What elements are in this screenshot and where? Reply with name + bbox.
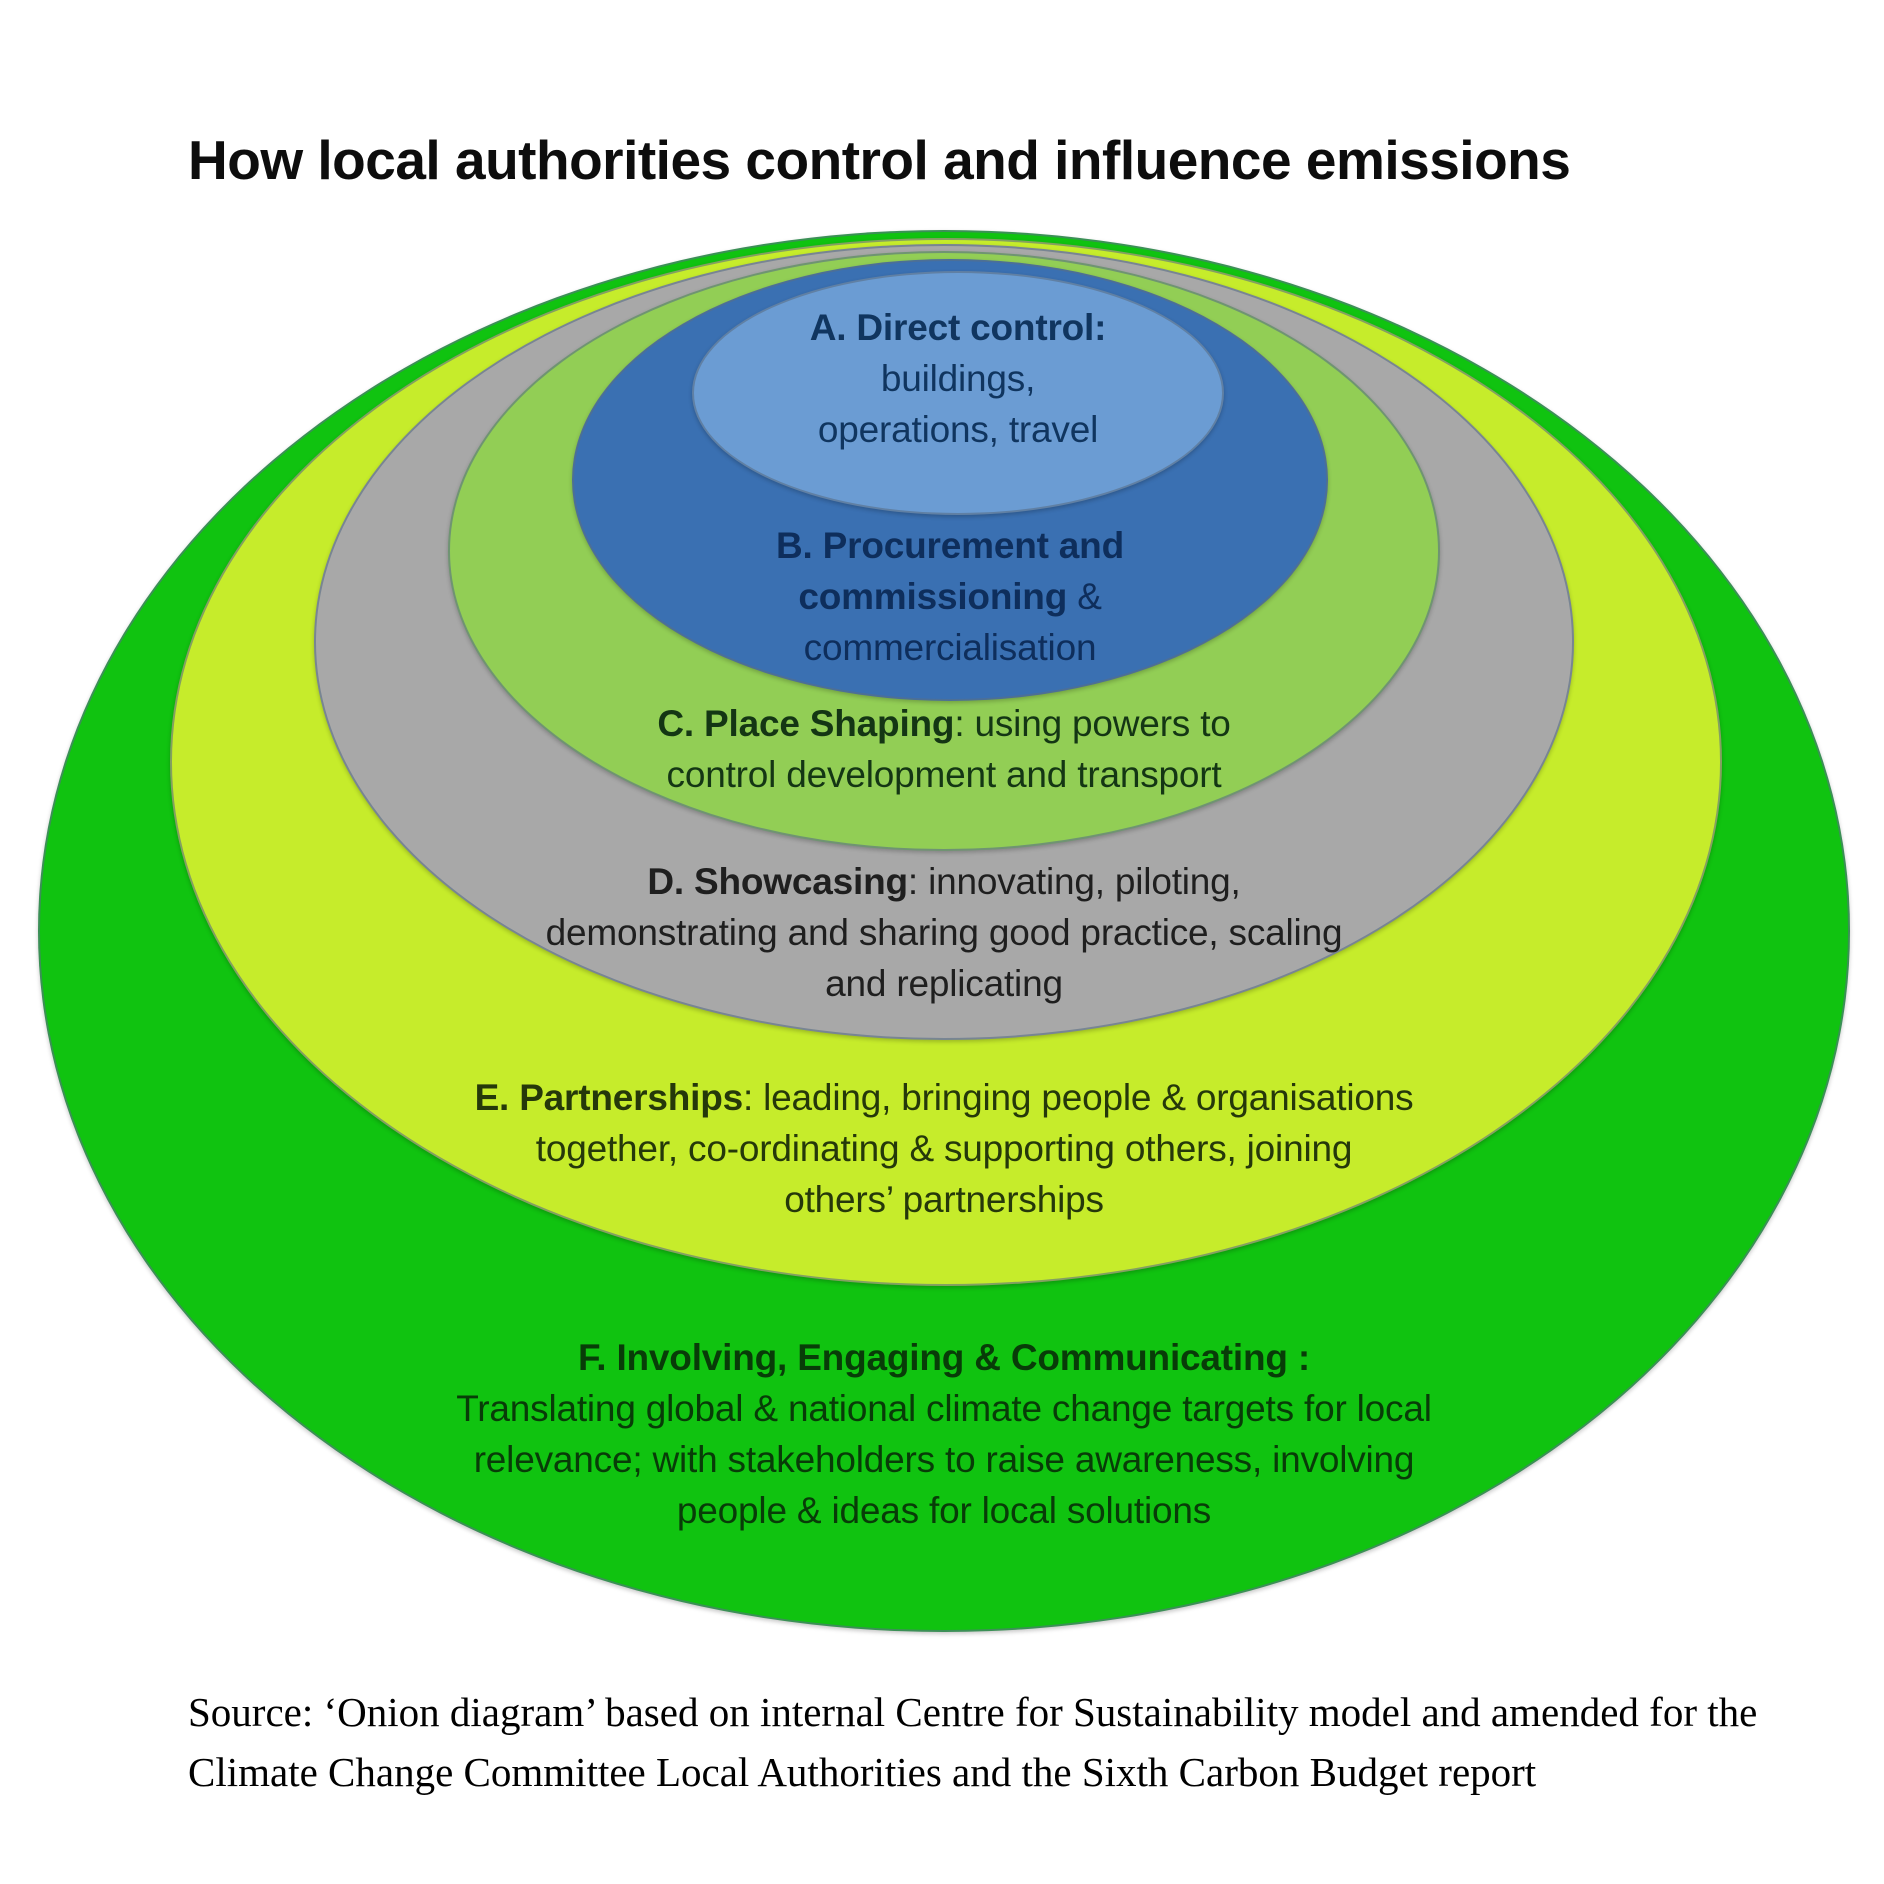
onion-layer-a-ellipse <box>692 271 1224 515</box>
layer-b-line1: B. Procurement and <box>776 525 1124 566</box>
onion-layer-c-label: C. Place Shaping: using powers to contro… <box>444 698 1444 800</box>
layer-b-line2: commissioning & <box>798 576 1102 617</box>
onion-layer-f-label: F. Involving, Engaging & Communicating :… <box>344 1332 1544 1536</box>
layer-e-line1: E. Partnerships: leading, bringing peopl… <box>474 1077 1414 1118</box>
source-note: Source: ‘Onion diagram’ based on interna… <box>188 1682 1778 1802</box>
layer-a-line2: buildings, <box>880 358 1036 399</box>
layer-a-heading: A. Direct control: <box>809 307 1107 348</box>
onion-layer-e-label: E. Partnerships: leading, bringing peopl… <box>344 1072 1544 1225</box>
source-line-1: Source: ‘Onion diagram’ based on interna… <box>188 1689 1758 1735</box>
layer-e-line3: others’ partnerships <box>784 1179 1104 1220</box>
layer-f-heading: F. Involving, Engaging & Communicating : <box>577 1337 1310 1378</box>
layer-b-line3: commercialisation <box>803 627 1097 668</box>
layer-f-line4: people & ideas for local solutions <box>676 1490 1212 1531</box>
layer-d-line1: D. Showcasing: innovating, piloting, <box>647 861 1241 902</box>
layer-e-line2: together, co-ordinating & supporting oth… <box>535 1128 1353 1169</box>
layer-d-line3: and replicating <box>825 963 1063 1004</box>
layer-a-line3: operations, travel <box>817 409 1099 450</box>
onion-layer-b-label: B. Procurement and commissioning & comme… <box>650 520 1250 673</box>
onion-layer-d-label: D. Showcasing: innovating, piloting, dem… <box>394 856 1494 1009</box>
layer-f-line2: Translating global & national climate ch… <box>456 1388 1432 1429</box>
source-line-2: Climate Change Committee Local Authoriti… <box>188 1749 1537 1795</box>
layer-c-line2: control development and transport <box>666 754 1222 795</box>
layer-c-line1: C. Place Shaping: using powers to <box>657 703 1231 744</box>
page-title: How local authorities control and influe… <box>188 128 1571 191</box>
layer-f-line3: relevance; with stakeholders to raise aw… <box>473 1439 1415 1480</box>
layer-d-line2: demonstrating and sharing good practice,… <box>545 912 1343 953</box>
onion-layer-a-label: A. Direct control: buildings, operations… <box>658 302 1258 455</box>
